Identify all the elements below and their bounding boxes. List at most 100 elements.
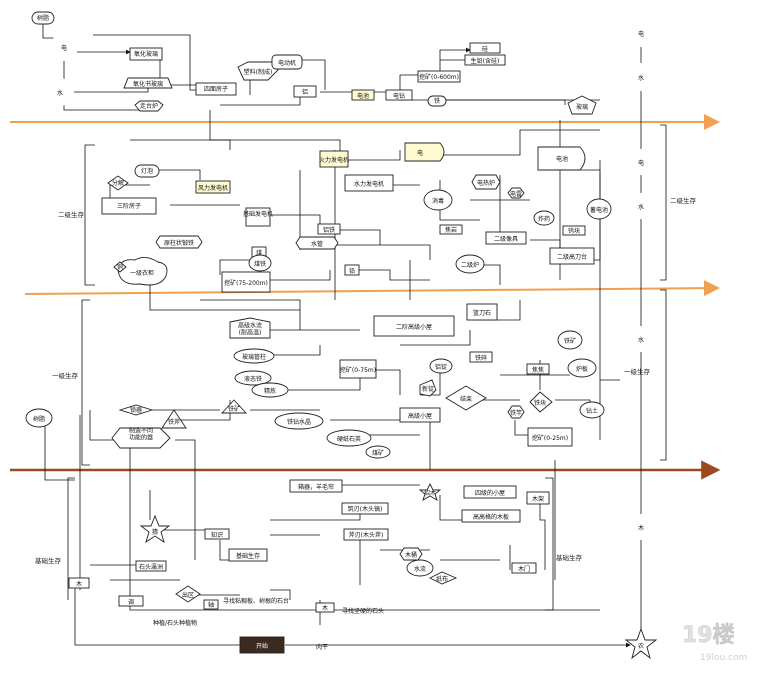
node-tiefu: 铁斧	[161, 409, 187, 429]
node-liangzhou: 铝锭	[429, 358, 453, 374]
svg-text:高高格的木板: 高高格的木板	[473, 513, 509, 521]
svg-text:炉板: 炉板	[576, 365, 588, 373]
svg-text:煤矿: 煤矿	[372, 449, 384, 457]
node-bogan-jinpin: 玻璃管柱	[233, 348, 275, 364]
svg-text:招木: 招木	[424, 489, 436, 497]
node-right-dian1: 电	[627, 19, 655, 47]
svg-text:火力发电机: 火力发电机	[319, 156, 349, 164]
node-xunzhao-shitou: 寻找坚硬的石头	[342, 607, 384, 615]
node-shanxi: 蓄电池	[586, 198, 612, 220]
svg-text:四面房子: 四面房子	[204, 85, 228, 93]
node-tie-top: 铁	[427, 95, 447, 107]
svg-text:铝铁: 铝铁	[323, 226, 335, 234]
svg-text:铜: 铜	[117, 263, 123, 271]
svg-text:水流: 水流	[414, 565, 426, 573]
node-tiaozhu: 调	[118, 595, 144, 607]
node-dian-tl: 电	[50, 33, 78, 61]
svg-text:二阶高级小屋: 二阶高级小屋	[396, 323, 432, 331]
node-dengpao: 灯泡	[134, 164, 160, 178]
node-zhouyang: 轴	[203, 599, 219, 610]
svg-text:蓄电池: 蓄电池	[590, 206, 608, 214]
node-dazhong: 新锭	[419, 379, 437, 397]
svg-text:电雷: 电雷	[510, 190, 522, 198]
node-tiezuan-shuijing: 铁钻水晶	[274, 412, 324, 430]
node-zhilei: 炸药	[533, 210, 555, 226]
node-mutou-jian: 筑刃(木头镐)	[341, 502, 389, 515]
node-rong: 铜	[113, 261, 127, 273]
svg-text:19lou.com: 19lou.com	[700, 653, 747, 663]
node-tiezhui-shi: 硬纸石英	[326, 429, 372, 447]
svg-text:铁: 铁	[434, 97, 440, 105]
svg-text:挖矿(0-600m): 挖矿(0-600m)	[419, 73, 459, 81]
node-wakuang-600: 挖矿(0-600m)	[417, 70, 461, 83]
svg-text:液态铁: 液态铁	[244, 375, 262, 383]
svg-text:基础生存: 基础生存	[236, 552, 260, 560]
svg-text:铅: 铅	[349, 267, 355, 275]
node-tiejiao: 钻土	[579, 401, 605, 419]
svg-text:出区: 出区	[182, 591, 194, 599]
svg-text:电: 电	[61, 44, 67, 52]
svg-text:氧化书玻璃: 氧化书玻璃	[133, 80, 163, 88]
svg-text:水: 水	[638, 336, 644, 344]
node-meiti: 煤铁	[248, 254, 272, 272]
svg-text:焦焦: 焦焦	[532, 366, 544, 374]
svg-text:结束: 结束	[460, 395, 472, 403]
node-yanghua-boli-gai: 氧化书玻璃	[123, 77, 173, 89]
node-shitou-yingzhou: 石头瀛洲	[135, 560, 167, 572]
node-tiekuai: 铁块	[529, 391, 553, 413]
node-kaishi: 开始	[239, 636, 285, 654]
svg-text:石头瀛洲: 石头瀛洲	[139, 563, 163, 571]
svg-text:木架: 木架	[532, 495, 544, 503]
svg-text:玻璃: 玻璃	[576, 103, 588, 111]
node-jiaozhu: 焦焦	[526, 363, 550, 375]
node-jingjianzha: 精炼	[251, 382, 289, 398]
node-shuiliu: 水流	[406, 559, 434, 577]
svg-text:灯泡: 灯泡	[141, 167, 153, 175]
node-yiji-wuchi: 一级衣柜	[117, 257, 168, 286]
svg-text:水: 水	[57, 89, 63, 97]
svg-text:铁竿: 铁竿	[510, 409, 522, 417]
node-tiaozhi: 猜	[139, 514, 171, 544]
svg-text:钻土: 钻土	[586, 407, 598, 415]
node-shengmu: 生铅(含硅)	[464, 54, 506, 66]
svg-text:高级小屋: 高级小屋	[408, 412, 432, 420]
node-gaoji-xiaowu: 四级的小屋	[463, 485, 517, 499]
svg-text:电: 电	[417, 149, 423, 157]
svg-text:铁钻水晶: 铁钻水晶	[287, 418, 311, 426]
svg-text:铝: 铝	[302, 88, 308, 96]
watermark-logo: 19楼 19lou.com	[682, 623, 748, 663]
svg-text:木桶: 木桶	[405, 551, 417, 559]
svg-text:树脂: 树脂	[37, 14, 49, 22]
svg-text:高级水流(耐高温): 高级水流(耐高温)	[238, 322, 262, 337]
node-mujia: 木架	[526, 491, 550, 505]
node-zou-gao-tai: 走台炉	[134, 100, 164, 112]
node-yulu: 钨块	[562, 225, 586, 236]
svg-text:三阶房子: 三阶房子	[117, 202, 141, 210]
svg-text:调: 调	[128, 598, 134, 606]
svg-text:知识: 知识	[211, 531, 223, 539]
node-sanjie-fangzi: 三阶房子	[101, 197, 157, 215]
node-yi: 铝	[293, 85, 317, 98]
svg-text:新锭: 新锭	[422, 385, 434, 393]
node-zhaomu: 招木	[418, 482, 442, 501]
node-mu-right: 木	[628, 514, 654, 540]
svg-text:铁矿: 铁矿	[228, 405, 240, 413]
node-erjijia: 二级炉	[455, 254, 485, 274]
svg-text:猜: 猜	[152, 528, 158, 536]
node-suliao: 塑料(制成)	[237, 61, 279, 81]
node-jichu-l: 基础生存	[228, 548, 268, 562]
svg-text:篮刀石: 篮刀石	[473, 309, 491, 317]
svg-text:电: 电	[638, 159, 644, 167]
node-shuzhi-l: 树脂	[25, 408, 53, 428]
node-erjie-jiju: 二级像具	[485, 231, 527, 245]
node-zhishi: 知识	[204, 528, 230, 540]
svg-text:电热炉: 电热炉	[477, 179, 495, 187]
node-dian-mid: 电	[404, 142, 445, 162]
node-shuiche-yangmao: 箱器，羊毛帘	[289, 479, 343, 493]
svg-text:19楼: 19楼	[682, 623, 735, 648]
svg-text:纸布: 纸布	[436, 575, 448, 583]
svg-text:氧化玻璃: 氧化玻璃	[134, 50, 158, 58]
node-jiaoyan: 焦岩	[439, 224, 463, 235]
node-mu3: 木	[315, 602, 335, 613]
